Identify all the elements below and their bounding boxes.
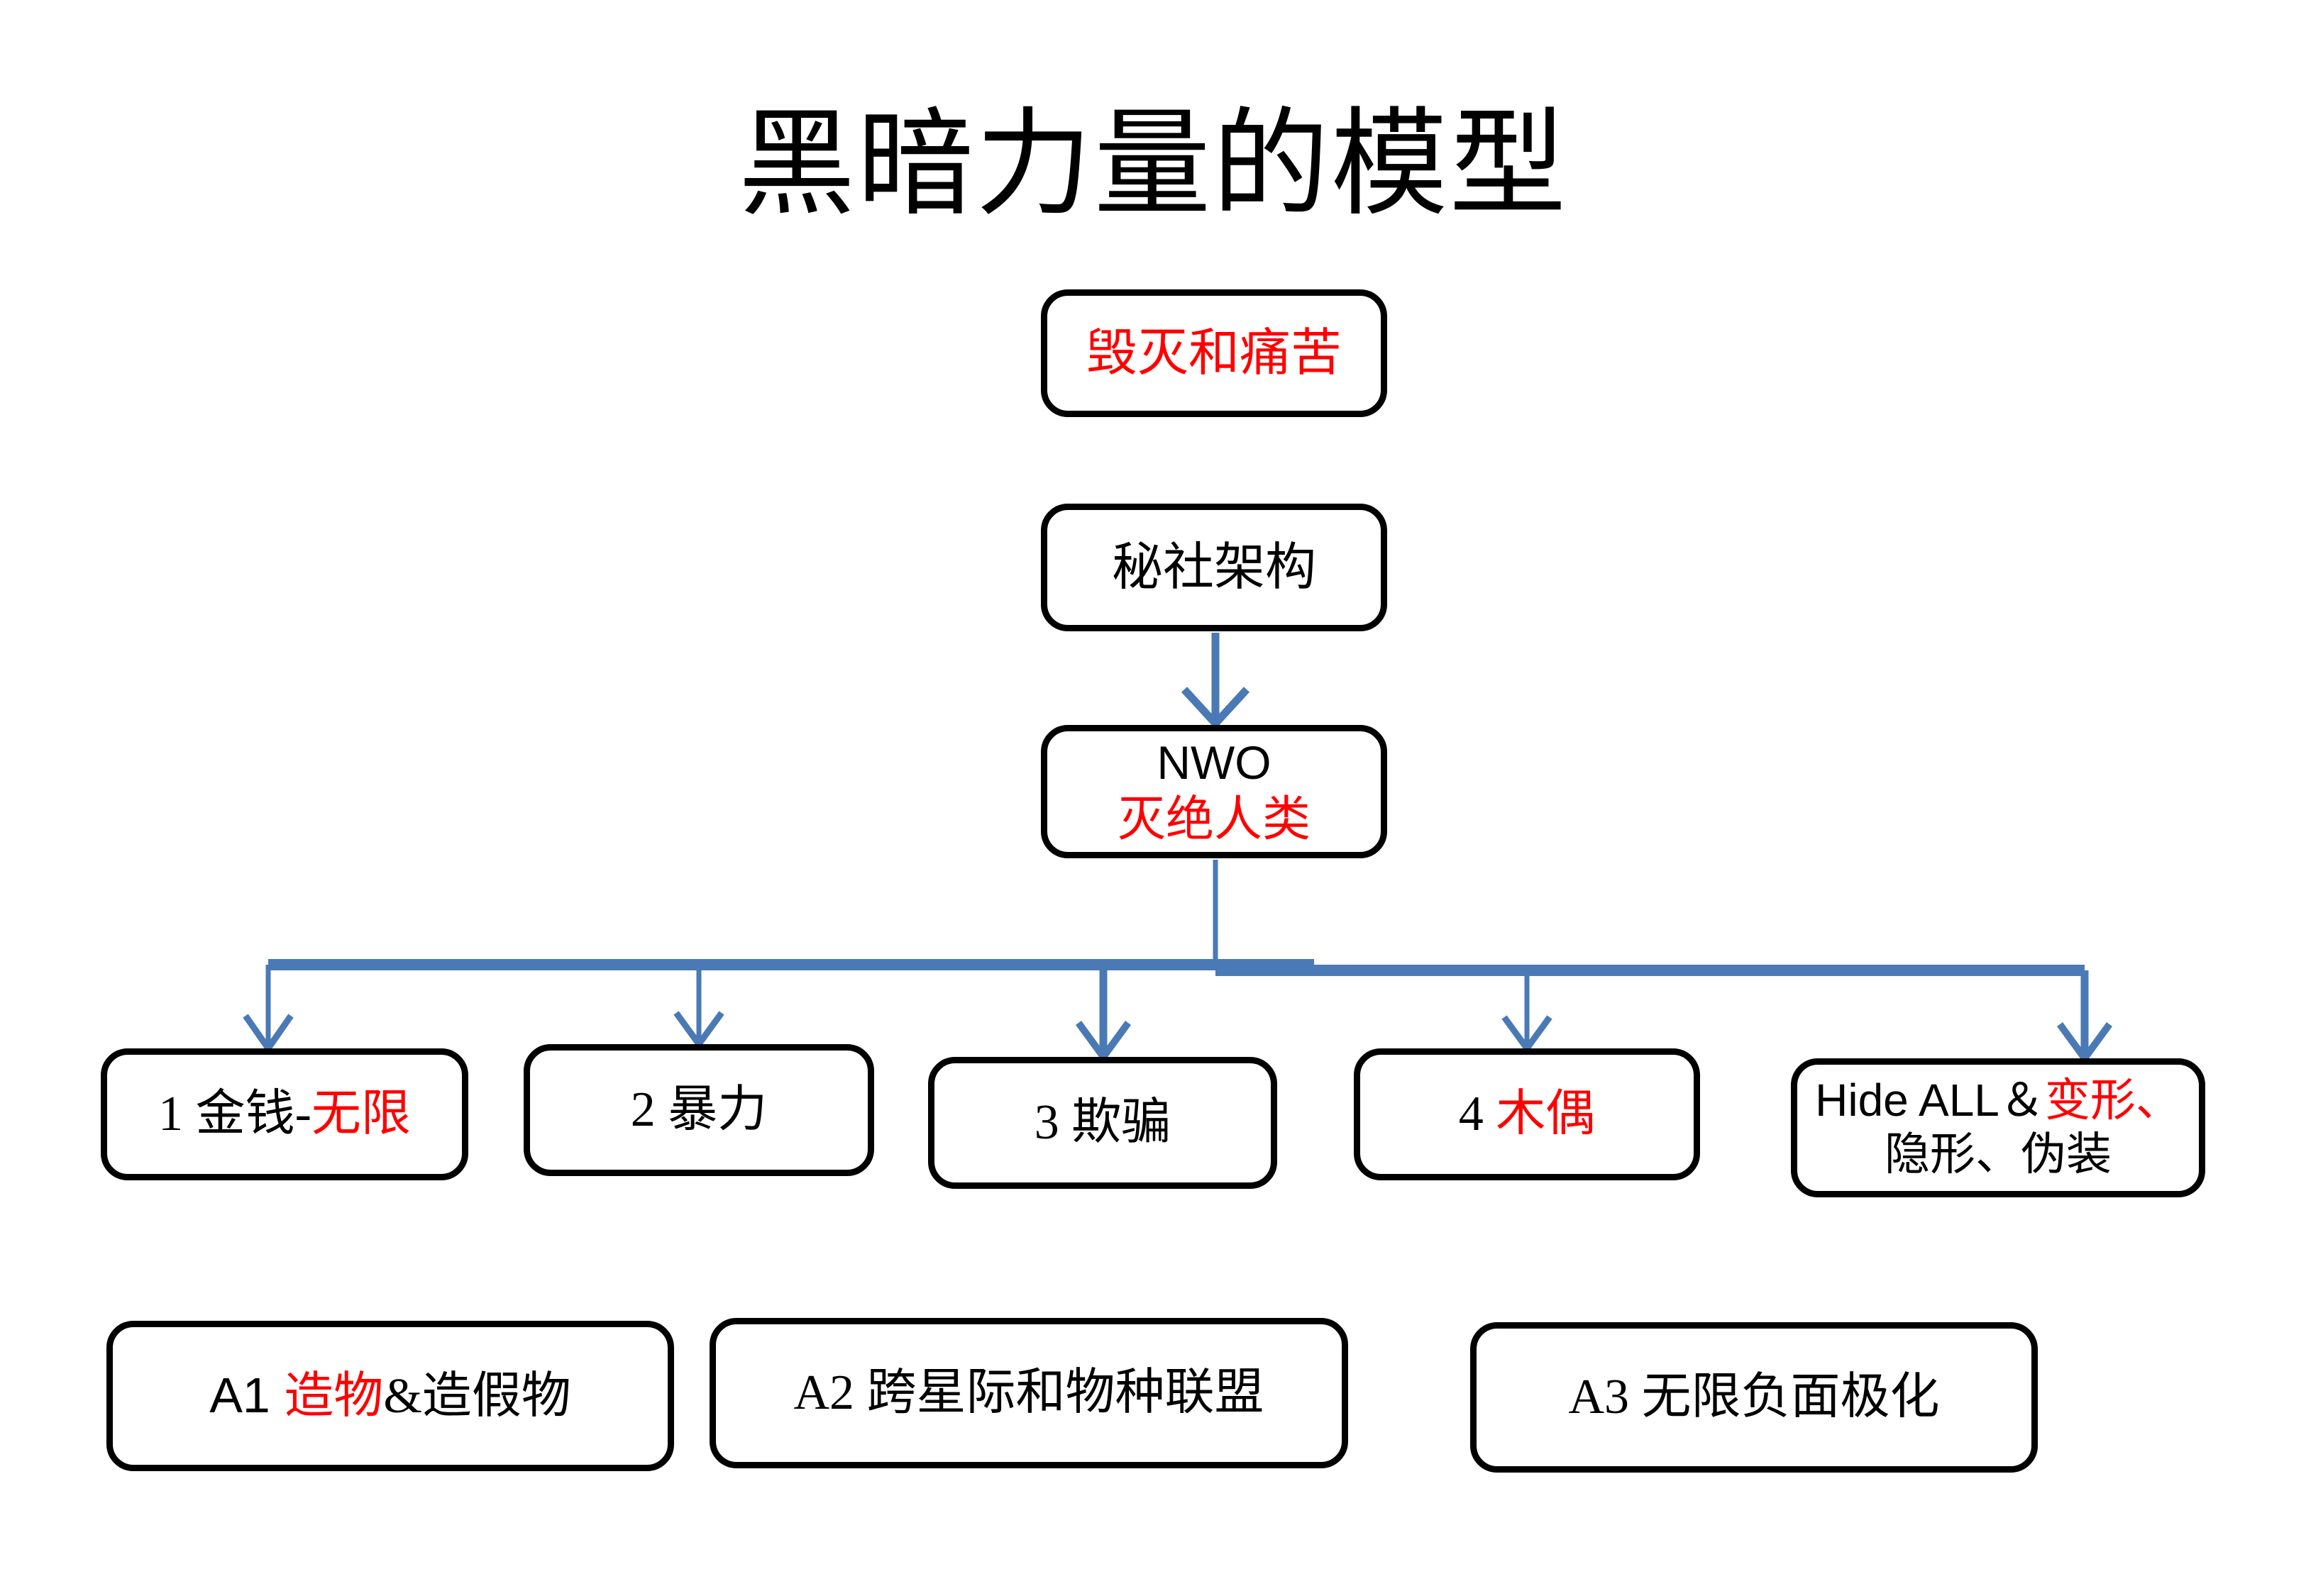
node-child-puppet[interactable]: 4 木偶	[1354, 1048, 1700, 1180]
node-child-hide-all[interactable]: Hide ALL＆变形、隐形、伪装	[1791, 1058, 2205, 1197]
node-secret-society-structure[interactable]: 秘社架构	[1041, 504, 1387, 631]
node-child-deception[interactable]: 3 欺骗	[928, 1057, 1277, 1189]
node-annex-a3-label: A3 无限负面极化	[1477, 1368, 2031, 1427]
connector-secret-to-nwo	[1181, 633, 1250, 730]
node-annex-a2-label: A2 跨星际和物种联盟	[716, 1364, 1342, 1423]
page-title: 黑暗力量的模型	[738, 100, 1568, 230]
node-annex-a3-prefix: A3 无限负面极化	[1568, 1369, 1940, 1424]
node-annex-a1[interactable]: A1 造物&造假物	[106, 1321, 674, 1471]
node-nwo-line2: 灭绝人类	[1117, 792, 1311, 846]
node-child-hide-all-label: Hide ALL＆变形、隐形、伪装	[1797, 1074, 2199, 1181]
connector-bus-bar	[268, 959, 2085, 976]
node-secret-society-label: 秘社架构	[1111, 538, 1316, 596]
connector-drop-3	[1075, 970, 1132, 1063]
node-nwo[interactable]: NWO 灭绝人类	[1041, 725, 1387, 858]
connector-drop-5	[2056, 970, 2113, 1065]
node-destruction-and-suffering[interactable]: 毁灭和痛苦	[1041, 289, 1387, 417]
node-destruction-label: 毁灭和痛苦	[1086, 324, 1342, 382]
node-child-hide-all-suffix: 隐形、伪装	[1885, 1129, 2112, 1180]
node-child-hide-all-highlight: 变形、	[2044, 1075, 2181, 1126]
node-child-violence-label: 2 暴力	[530, 1081, 868, 1140]
node-annex-a1-prefix: A1	[209, 1367, 285, 1423]
node-child-hide-all-prefix: Hide ALL＆	[1815, 1075, 2045, 1126]
node-annex-a1-label: A1 造物&造假物	[113, 1366, 668, 1426]
connector-drop-4	[1501, 970, 1552, 1054]
node-child-money-prefix: 1 金钱-	[158, 1086, 311, 1141]
node-child-puppet-highlight: 木偶	[1496, 1086, 1596, 1141]
node-child-deception-prefix: 3 欺骗	[1034, 1095, 1171, 1150]
node-annex-a1-suffix: &造假物	[383, 1368, 571, 1424]
node-child-money-highlight: 无限	[311, 1086, 411, 1141]
node-child-puppet-prefix: 4	[1458, 1086, 1496, 1141]
connector-drop-2	[673, 965, 724, 1050]
node-child-money-label: 1 金钱-无限	[107, 1085, 462, 1144]
node-child-puppet-label: 4 木偶	[1360, 1085, 1694, 1144]
node-nwo-line1: NWO	[1157, 736, 1271, 789]
node-annex-a3[interactable]: A3 无限负面极化	[1470, 1322, 2038, 1473]
node-child-money[interactable]: 1 金钱-无限	[101, 1048, 468, 1180]
node-annex-a2[interactable]: A2 跨星际和物种联盟	[710, 1318, 1348, 1468]
node-child-violence[interactable]: 2 暴力	[524, 1044, 874, 1176]
node-annex-a2-prefix: A2 跨星际和物种联盟	[793, 1365, 1264, 1420]
node-annex-a1-highlight: 造物	[284, 1368, 384, 1424]
node-nwo-label: NWO 灭绝人类	[1047, 736, 1381, 848]
node-child-deception-label: 3 欺骗	[934, 1094, 1271, 1153]
node-child-violence-prefix: 2 暴力	[630, 1082, 768, 1137]
connector-drop-1	[243, 965, 294, 1054]
